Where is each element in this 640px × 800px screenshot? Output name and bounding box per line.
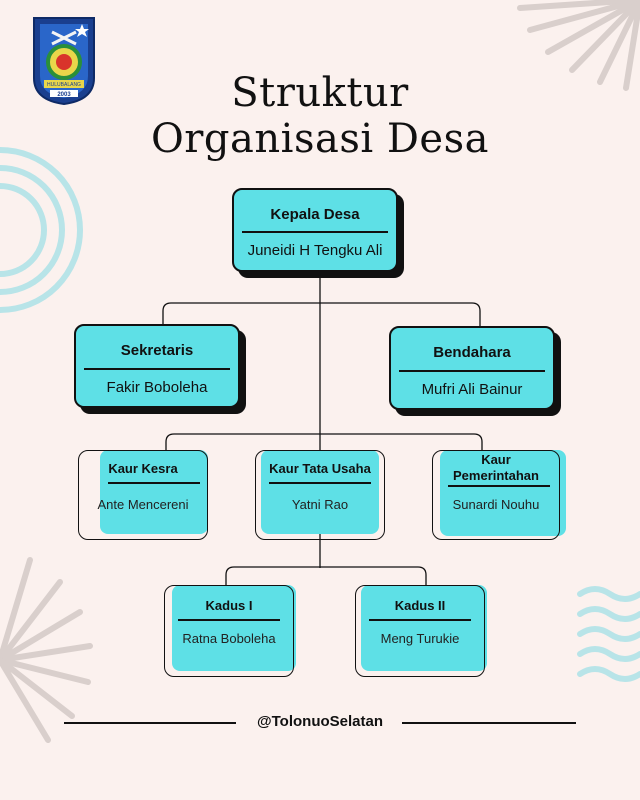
role-kaur-pemerintahan-line2: Pemerintahan (453, 468, 539, 483)
role-kaur-tata-usaha: Kaur Tata Usaha (269, 461, 371, 476)
node-divider (84, 368, 230, 370)
node-panel (440, 450, 566, 536)
node-kaur-kesra: Kaur Kesra Ante Mencereni (78, 450, 208, 540)
node-panel (261, 450, 379, 534)
starburst-bottom-left (0, 557, 93, 743)
node-bendahara: Bendahara Mufri Ali Bainur (389, 326, 561, 416)
role-bendahara: Bendahara (433, 344, 511, 361)
connector-level2 (162, 302, 481, 326)
node-divider (448, 485, 550, 487)
node-divider (269, 482, 371, 484)
starburst-top-right (517, 0, 640, 91)
node-divider (178, 619, 280, 621)
node-frame (78, 450, 208, 540)
node-kepala-desa: Kepala Desa Juneidi H Tengku Ali (232, 188, 404, 278)
connector-level4 (225, 566, 427, 585)
role-kepala-desa: Kepala Desa (270, 206, 360, 223)
logo-text-year: 2003 (57, 92, 71, 98)
arcs-left (0, 147, 83, 313)
node-panel (361, 585, 487, 671)
node-kaur-tata-usaha: Kaur Tata Usaha Yatni Rao (255, 450, 385, 540)
node-frame (164, 585, 294, 677)
name-kaur-kesra: Ante Mencereni (97, 497, 189, 512)
node-divider (108, 482, 200, 484)
page-title-line1: Struktur (231, 70, 409, 116)
connector-level3 (165, 433, 483, 452)
node-box (74, 324, 240, 408)
node-box (232, 188, 398, 272)
node-frame (355, 585, 485, 677)
role-kaur-kesra: Kaur Kesra (108, 461, 178, 476)
name-kaur-tata-usaha: Yatni Rao (291, 497, 349, 512)
role-sekretaris: Sekretaris (120, 342, 194, 359)
name-kadus-2: Meng Turukie (380, 631, 460, 646)
role-kadus-1: Kadus I (205, 598, 253, 613)
node-kadus-2: Kadus II Meng Turukie (355, 585, 487, 677)
role-kaur-pemerintahan-line1: Kaur (481, 452, 511, 467)
node-panel (172, 585, 296, 671)
page-title-line2: Organisasi Desa (151, 116, 489, 162)
node-kaur-pemerintahan: Kaur Pemerintahan Sunardi Nouhu (432, 450, 566, 540)
node-sekretaris: Sekretaris Fakir Boboleha (74, 324, 246, 414)
name-bendahara: Mufri Ali Bainur (421, 381, 523, 398)
node-divider (242, 231, 388, 233)
node-box (389, 326, 555, 410)
name-kadus-1: Ratna Boboleha (182, 631, 276, 646)
name-kaur-pemerintahan: Sunardi Nouhu (452, 497, 540, 512)
node-kadus-1: Kadus I Ratna Boboleha (164, 585, 296, 677)
node-divider (369, 619, 471, 621)
node-panel (100, 450, 208, 534)
social-handle: @TolonuoSelatan (256, 713, 383, 730)
footer-rule-left (64, 722, 236, 724)
node-frame (255, 450, 385, 540)
logo-text-top: HULUBALANG (47, 82, 81, 88)
node-frame (432, 450, 560, 540)
name-sekretaris: Fakir Boboleha (106, 379, 208, 396)
footer-rule-right (402, 722, 576, 724)
node-divider (399, 370, 545, 372)
name-kepala-desa: Juneidi H Tengku Ali (247, 242, 383, 259)
waves-right (577, 586, 640, 682)
role-kadus-2: Kadus II (394, 598, 446, 613)
regency-emblem-icon: HULUBALANG 2003 (33, 17, 95, 106)
